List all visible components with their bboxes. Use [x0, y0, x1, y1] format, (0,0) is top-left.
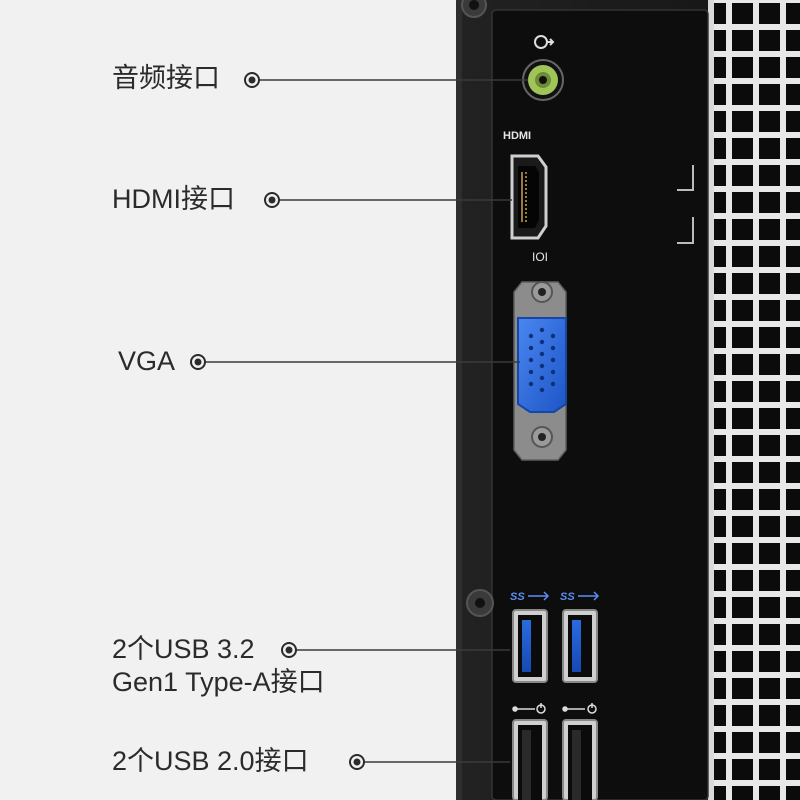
hdmi-mark: HDMI: [503, 130, 531, 142]
usb3-port: [512, 609, 548, 683]
callout-dot: [244, 72, 260, 88]
usb-icon: [512, 703, 546, 714]
bracket-mark: [677, 217, 694, 244]
callout-label-usb32: 2个USB 3.2 Gen1 Type-A接口: [112, 633, 325, 699]
usb-icon: [528, 591, 550, 601]
usb-icon: [578, 591, 600, 601]
vga-mark: IOI: [532, 250, 548, 264]
usb-icon: [562, 703, 597, 714]
callout-label-hdmi: HDMI接口: [112, 184, 235, 214]
usb2-port: [512, 719, 548, 800]
callout-dot: [190, 354, 206, 370]
grille-border: [708, 0, 714, 800]
hdmi-port: [510, 154, 548, 240]
callout-label-audio: 音频接口: [112, 63, 220, 93]
headphone-icon: [534, 35, 555, 49]
vga-port: [513, 281, 567, 461]
ss-usb-mark: SS: [510, 591, 525, 603]
vent-grille: [712, 0, 800, 800]
callout-label-usb32-line1: 2个USB 3.2: [112, 634, 255, 664]
screw-icon: [466, 589, 494, 617]
callout-label-usb32-line2: Gen1 Type-A接口: [112, 667, 325, 697]
audio-jack: [522, 59, 564, 101]
bracket-mark: [677, 165, 694, 191]
usb3-port: [562, 609, 598, 683]
callout-label-vga: VGA: [118, 346, 176, 376]
callout-label-usb20: 2个USB 2.0接口: [112, 746, 309, 776]
usb2-port: [562, 719, 598, 800]
chassis-edge: [456, 0, 462, 800]
ss-usb-mark: SS: [560, 591, 575, 603]
screw-icon: [461, 0, 487, 18]
callout-dot: [281, 642, 297, 658]
callout-dot: [264, 192, 280, 208]
callout-dot: [349, 754, 365, 770]
